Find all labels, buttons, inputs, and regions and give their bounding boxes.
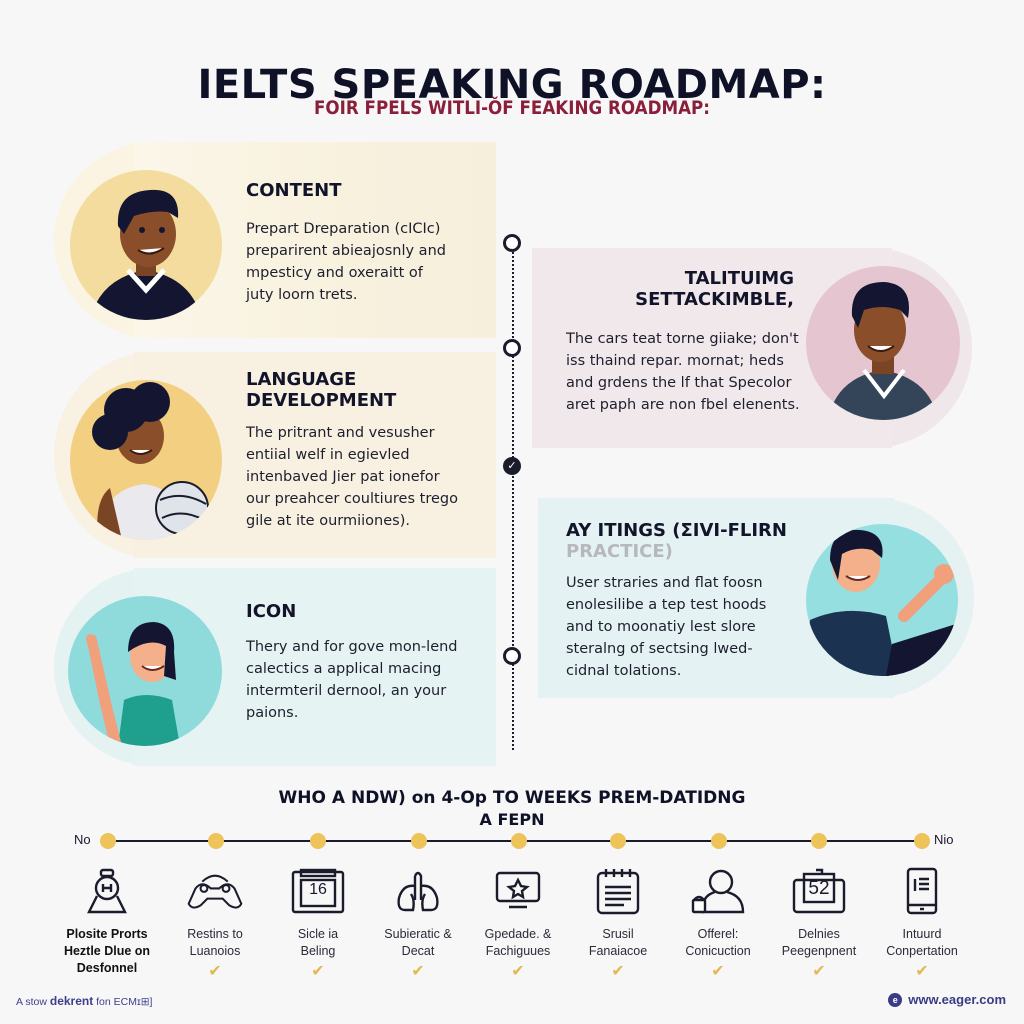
page-subtitle: FOIR FPELS WITLI-ǑF FEAKING ROADMAP: [314,97,710,119]
step-label: Delnies Peegenpnent [781,927,857,958]
alarm-clock-icon [79,866,135,916]
young-man-avatar [70,170,222,320]
footer-credit: A stow dekrent fon ECMɪ⊞] [16,994,152,1008]
card-title: CONTENT [246,180,342,201]
lungs-icon [390,866,446,916]
timeline-node-open[interactable] [503,234,521,252]
timeline-end-label: Nio [934,832,954,847]
checkmark-icon: ✔ [511,963,525,980]
checkmark-icon: ✔ [208,963,222,980]
card-title-main: AY ITINGS (ΣIVI-FLIRN [566,520,787,541]
step-item[interactable]: Srusil Fanaiacoe ✔ [563,866,673,980]
weeks-subtitle: A FEPN [479,810,545,829]
footer-suffix: fon ECMɪ⊞] [93,996,153,1008]
card-content: CONTENT Prepart Dreparation (cICIc) prep… [54,142,496,338]
step-label: Intuurd Conpertation [886,927,958,958]
card-body: User straries and flat foosn enolesilibe… [566,575,767,679]
timeline-dot[interactable] [310,833,326,849]
woman-holding-globe-avatar [70,380,222,540]
tablet-icon [894,866,950,916]
step-item[interactable]: 52 Delnies Peegenpnent ✔ [764,866,874,980]
timeline-start-label: No [74,832,91,847]
timeline-dot[interactable] [610,833,626,849]
notepad-icon [590,866,646,916]
card-practice: AY ITINGS (ΣIVI-FLIRN PRACTICE) User str… [538,498,974,698]
vertical-timeline-line [512,252,514,750]
calendar-number: 52 [808,878,830,899]
step-item[interactable]: Restins to Luanoios ✔ [160,866,270,980]
calendar-number: 16 [309,881,327,898]
timeline-dot[interactable] [511,833,527,849]
timeline-dot[interactable] [811,833,827,849]
step-item[interactable]: Offerel: Conicuction ✔ [663,866,773,980]
step-item[interactable]: Plosite Prorts Heztle Dlue on Desfonnel [52,866,162,977]
step-label: Srusil Fanaiacoe [588,927,648,958]
eager-logo-icon: e [888,992,903,1007]
checkmark-icon: ✔ [812,963,826,980]
card-title: AY ITINGS (ΣIVI-FLIRN PRACTICE) [566,520,787,562]
card-body: Prepart Dreparation (cICIc) preparirent … [246,221,446,303]
card-talituimg: TALITUIMG SETTACKIMBLE, The cars teat to… [532,248,972,448]
step-item[interactable]: Subieratic & Decat ✔ [363,866,473,980]
step-label: Offerel: Conicuction [685,927,751,958]
calendar-icon: 16 [290,866,346,916]
card-title: TALITUIMG SETTACKIMBLE, [635,268,794,310]
step-label: Sicle ia Beling [297,927,339,958]
checkmark-icon: ✔ [311,963,325,980]
timeline-dot[interactable] [208,833,224,849]
card-body: The cars teat torne giiake; don't iss th… [566,331,800,413]
checkmark-icon: ✔ [411,963,425,980]
timeline-dot[interactable] [411,833,427,849]
step-item[interactable]: Gpedade. & Fachiguues ✔ [463,866,573,980]
step-label: Restins to Luanoios [187,927,243,958]
step-item[interactable]: 16 Sicle ia Beling ✔ [263,866,373,980]
card-title: ICON [246,601,297,622]
monitor-star-icon [490,866,546,916]
gamepad-icon [187,866,243,916]
card-body: The pritrant and vesusher entiial welf i… [246,425,458,529]
footer-bold: dekrent [49,994,94,1008]
card-title: LANGUAGE DEVELOPMENT [246,369,397,411]
person-cup-icon [690,866,746,916]
step-item[interactable]: Intuurd Conpertation ✔ [867,866,977,980]
card-title-muted: PRACTICE) [566,541,673,562]
weeks-title: WHO A NDW) on 4-Op TO WEEKS PREM-DATIDNG [278,788,746,808]
card-icon: ICON Thery and for gove mon-lend calecti… [54,568,496,766]
checkmark-icon: ✔ [915,963,929,980]
calendar-52-icon: 52 [791,866,847,916]
card-language-development: LANGUAGE DEVELOPMENT The pritrant and ve… [54,352,496,558]
step-label: Plosite Prorts Heztle Dlue on Desfonnel [63,927,151,975]
timeline-dot[interactable] [100,833,116,849]
timeline-dot[interactable] [711,833,727,849]
page-title: IELTS SPEAKING ROADMAP: [197,62,827,108]
timeline-node-open[interactable] [503,647,521,665]
step-label: Gpedade. & Fachiguues [484,927,552,958]
timeline-node-done[interactable]: ✓ [503,457,521,475]
footer-prefix: A stow [16,996,50,1008]
timeline-node-open[interactable] [503,339,521,357]
website-url[interactable]: www.eager.com [908,992,1006,1007]
woman-waving-avatar [68,596,222,746]
checkmark-icon: ✔ [711,963,725,980]
timeline-dot[interactable] [914,833,930,849]
smiling-man-avatar [806,266,960,420]
man-at-laptop-avatar [806,524,958,676]
footer-website[interactable]: e www.eager.com [888,992,1006,1007]
card-body: Thery and for gove mon-lend calectics a … [246,639,458,721]
checkmark-icon: ✓ [507,460,517,472]
step-label: Subieratic & Decat [384,927,452,958]
checkmark-icon: ✔ [611,963,625,980]
